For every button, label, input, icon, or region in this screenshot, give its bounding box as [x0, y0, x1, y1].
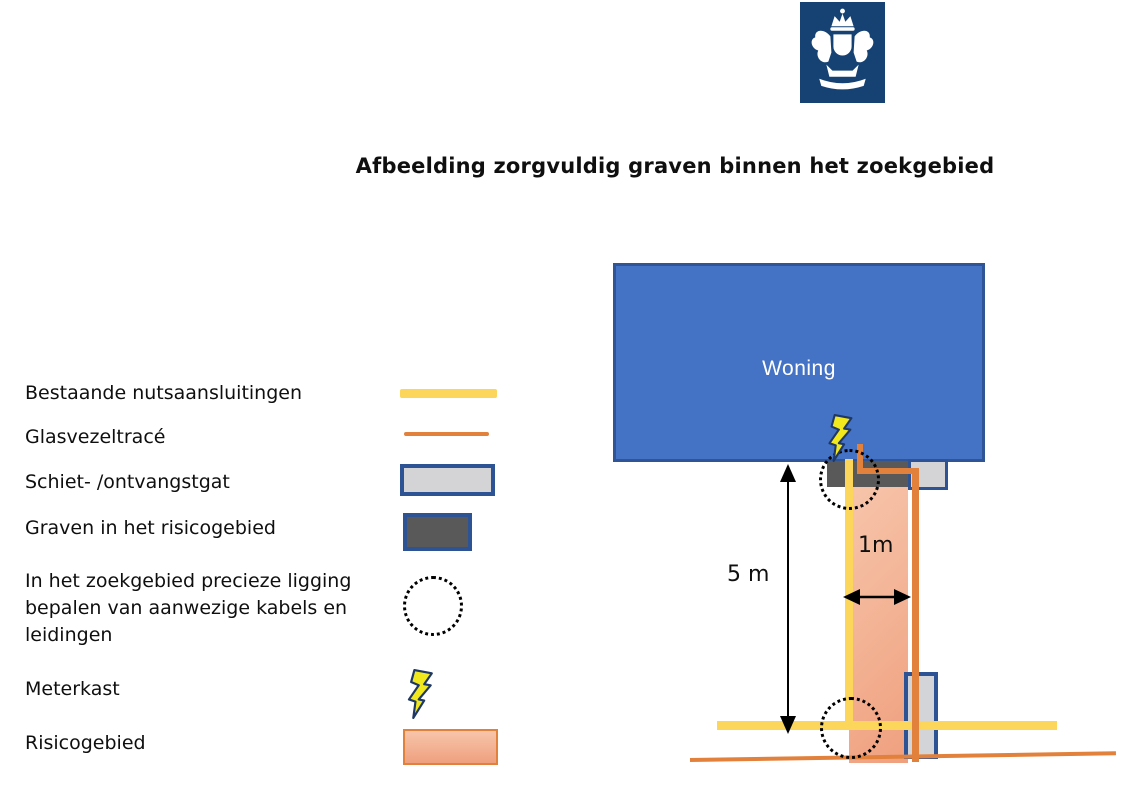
locate-cables-circle-bottom	[820, 697, 882, 759]
legend-label-glasvezeltrace: Glasvezeltracé	[25, 426, 166, 448]
dimension-label-5m: 5 m	[727, 562, 770, 587]
launch-pit-bottom-rect	[904, 672, 938, 759]
legend-label-nutsaansluitingen: Bestaande nutsaansluitingen	[25, 382, 303, 404]
legend-label-meterkast: Meterkast	[25, 678, 120, 700]
legend-label-risicogebied: Risicogebied	[25, 732, 146, 754]
utility-line-horizontal	[717, 721, 1057, 730]
legend-swatch-dig-rect	[403, 513, 472, 551]
dimension-arrow-horizontal	[843, 589, 911, 605]
figure-title: Afbeelding zorgvuldig graven binnen het …	[355, 154, 995, 178]
legend-label-zoekgebied: In het zoekgebied precieze ligging bepal…	[25, 570, 352, 646]
fiber-route-segment-3	[912, 468, 919, 762]
legend-lightning-bolt-icon	[407, 669, 433, 719]
legend-swatch-yellow-line	[400, 389, 497, 398]
coat-of-arms-icon	[811, 8, 874, 90]
dimension-arrow-vertical	[780, 464, 796, 734]
legend-swatch-orange-line	[404, 432, 489, 436]
legend-label-graven-risicogebied: Graven in het risicogebied	[25, 517, 276, 539]
legend-swatch-dotted-circle	[403, 576, 463, 636]
legend-label-schietgat: Schiet- /ontvangstgat	[25, 471, 230, 493]
legend-swatch-risk-rect	[403, 729, 498, 765]
house-label: Woning	[762, 356, 836, 380]
dimension-label-1m: 1m	[858, 533, 894, 558]
rijksoverheid-logo	[800, 2, 885, 103]
locate-cables-circle-top	[819, 449, 880, 510]
legend-swatch-pit-rect	[400, 464, 495, 496]
meter-box-lightning-bolt-icon	[828, 414, 853, 462]
fiber-route-segment-2	[857, 468, 919, 474]
house-rect: Woning	[613, 263, 985, 462]
